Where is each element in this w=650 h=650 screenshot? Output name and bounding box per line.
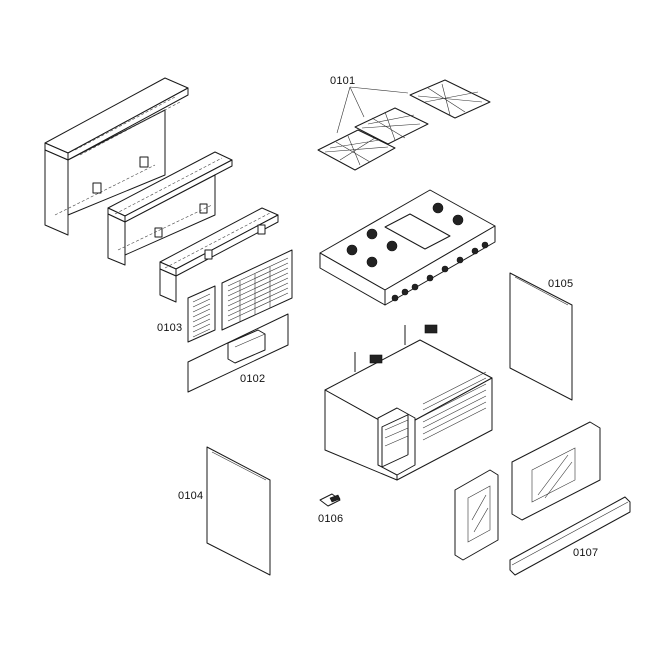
left-side-panel: [206, 446, 271, 576]
leader-lines-0101: [336, 86, 409, 134]
cooktop: [319, 189, 496, 306]
part-label-0105: 0105: [548, 278, 574, 290]
grate-right: [409, 79, 491, 119]
oven-cavity: [324, 324, 493, 481]
part-label-0104: 0104: [178, 490, 204, 502]
bracket-clip: [319, 493, 341, 507]
backguard-shelf-middle: [107, 151, 233, 266]
part-label-0107: 0107: [573, 547, 599, 559]
part-label-0103: 0103: [157, 322, 183, 334]
kick-panel: [509, 496, 631, 576]
part-label-0101: 0101: [330, 75, 356, 87]
lower-back-panel: [187, 313, 289, 393]
grate-left: [317, 129, 396, 171]
right-side-panel: [509, 272, 573, 401]
grate-middle: [354, 107, 429, 145]
vented-back-panel: [187, 249, 293, 343]
backguard-shelf-lower: [159, 207, 279, 303]
oven-door-large: [511, 421, 601, 521]
backguard-shelf-top: [44, 77, 189, 236]
part-label-0106: 0106: [318, 513, 344, 525]
part-label-0102: 0102: [240, 373, 266, 385]
burner-grates: [317, 79, 491, 171]
oven-door-small: [454, 469, 499, 561]
